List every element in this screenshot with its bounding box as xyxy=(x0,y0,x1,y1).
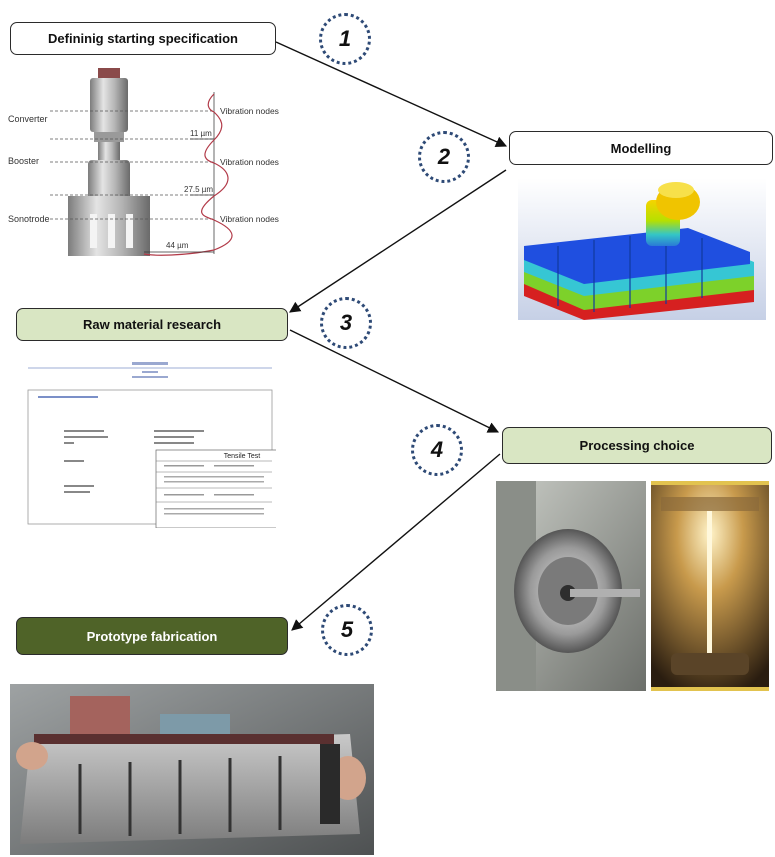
label-sonotrode: Sonotrode xyxy=(8,214,50,224)
step-5-number: 5 xyxy=(321,604,373,656)
label-amplitude-1: 11 µm xyxy=(190,129,212,138)
converter-cap xyxy=(98,68,120,78)
datasheet-image: Tensile Test xyxy=(24,360,353,529)
step-4-box: Processing choice xyxy=(502,427,772,464)
step-4-label: Processing choice xyxy=(579,438,695,453)
label-converter: Converter xyxy=(8,114,48,124)
label-booster: Booster xyxy=(8,156,39,166)
step-5-box: Prototype fabrication xyxy=(16,617,288,655)
step-2-label: Modelling xyxy=(610,140,672,156)
horn-diagram: Converter Booster Sonotrode Vibration no… xyxy=(8,68,279,256)
welding-photo xyxy=(651,481,769,691)
step-1-number: 1 xyxy=(319,13,371,65)
step-1-box: Defininig starting specification xyxy=(10,22,276,55)
prototype-photo xyxy=(10,684,374,855)
arrow-2-to-3 xyxy=(289,169,507,313)
converter-body xyxy=(90,78,128,132)
label-vibration-node-2: Vibration nodes xyxy=(220,157,279,167)
arrow-3-to-4 xyxy=(289,329,500,433)
label-vibration-node-1: Vibration nodes xyxy=(220,106,279,116)
vibration-wave xyxy=(143,93,233,256)
step-3-box: Raw material research xyxy=(16,308,288,341)
step-2-box: Modelling xyxy=(509,131,773,165)
fem-model-image xyxy=(518,178,766,320)
step-4-number: 4 xyxy=(411,424,463,476)
step-2-number: 2 xyxy=(418,131,470,183)
step-3-number: 3 xyxy=(320,297,372,349)
booster-body xyxy=(88,160,130,200)
datasheet-drawing: Tensile Test xyxy=(27,362,353,529)
step-3-label: Raw material research xyxy=(82,317,222,332)
arrow-4-to-5 xyxy=(291,453,501,631)
step-1-label: Defininig starting specification xyxy=(48,31,238,46)
datasheet-table-title: Tensile Test xyxy=(224,453,261,460)
step-5-label: Prototype fabrication xyxy=(86,628,218,644)
arrow-1-to-2 xyxy=(275,41,508,147)
label-amplitude-3: 44 µm xyxy=(166,241,189,250)
label-vibration-node-3: Vibration nodes xyxy=(220,214,279,224)
machining-photo xyxy=(496,481,646,691)
label-amplitude-2: 27.5 µm xyxy=(184,185,213,194)
